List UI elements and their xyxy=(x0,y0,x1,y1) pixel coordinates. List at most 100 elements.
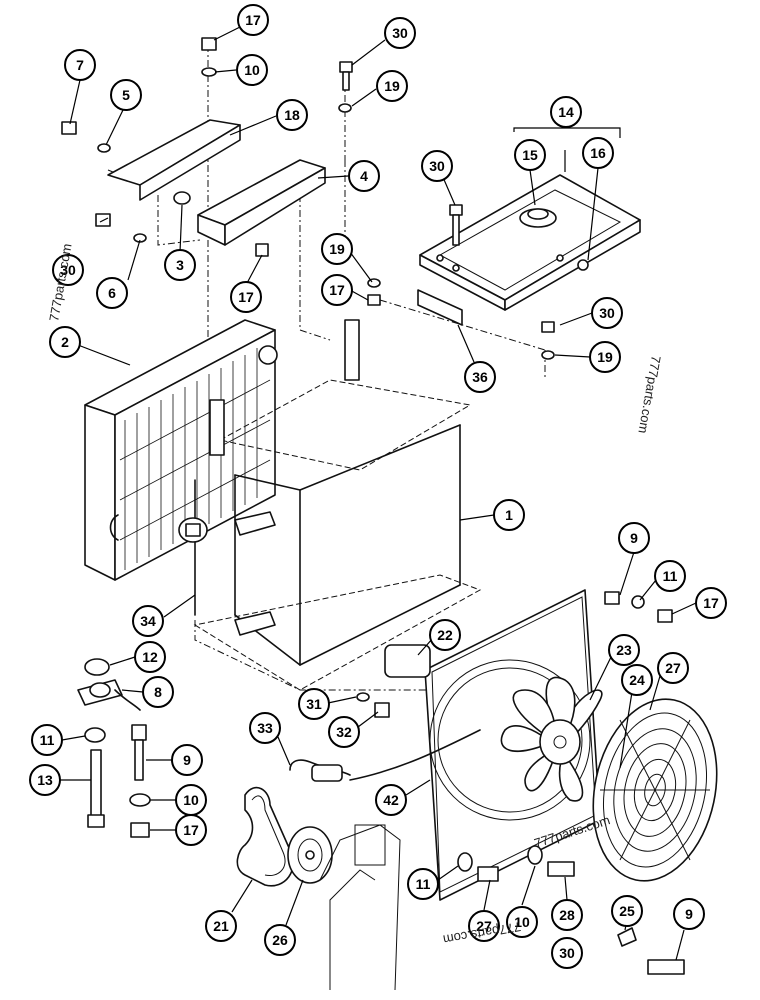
svg-text:21: 21 xyxy=(213,918,229,934)
svg-text:2: 2 xyxy=(61,334,69,350)
svg-text:11: 11 xyxy=(416,876,431,892)
isolator-mount xyxy=(77,658,151,838)
svg-text:10: 10 xyxy=(183,792,199,808)
callout-11-left: 11 xyxy=(31,724,63,756)
svg-text:11: 11 xyxy=(663,568,678,584)
watermark: 777parts.com xyxy=(635,354,663,434)
svg-text:30: 30 xyxy=(429,158,445,174)
callout-25: 25 xyxy=(611,895,643,927)
callout-30-bottom: 30 xyxy=(551,937,583,969)
svg-text:30: 30 xyxy=(599,305,615,321)
svg-text:30: 30 xyxy=(392,25,408,41)
svg-text:25: 25 xyxy=(619,903,635,919)
fan-guard xyxy=(592,698,718,882)
svg-text:8: 8 xyxy=(154,684,162,700)
svg-text:9: 9 xyxy=(685,906,693,922)
svg-text:5: 5 xyxy=(122,87,130,103)
callout-10-bottom: 10 xyxy=(506,906,538,938)
callout-28: 28 xyxy=(551,899,583,931)
brackets xyxy=(107,119,463,326)
svg-text:12: 12 xyxy=(142,649,158,665)
callout-7: 7 xyxy=(64,49,96,81)
svg-text:6: 6 xyxy=(108,285,116,301)
callout-31: 31 xyxy=(298,688,330,720)
svg-text:27: 27 xyxy=(476,918,492,934)
callout-22: 22 xyxy=(429,619,461,651)
svg-text:27: 27 xyxy=(665,660,681,676)
callout-27-guard: 27 xyxy=(657,652,689,684)
callout-13: 13 xyxy=(29,764,61,796)
svg-text:23: 23 xyxy=(616,642,632,658)
callout-17-left: 17 xyxy=(175,814,207,846)
callout-30-top: 30 xyxy=(384,17,416,49)
callout-17-mid: 17 xyxy=(230,281,262,313)
callout-5: 5 xyxy=(110,79,142,111)
svg-text:17: 17 xyxy=(329,282,345,298)
svg-text:16: 16 xyxy=(590,145,606,161)
svg-text:28: 28 xyxy=(559,907,575,923)
callout-11-bottom: 11 xyxy=(407,868,439,900)
svg-text:7: 7 xyxy=(76,57,84,73)
svg-text:11: 11 xyxy=(40,732,55,748)
svg-text:17: 17 xyxy=(238,289,254,305)
svg-text:13: 13 xyxy=(37,772,53,788)
callout-3: 3 xyxy=(164,249,196,281)
callout-15: 15 xyxy=(514,139,546,171)
callout-26: 26 xyxy=(264,924,296,956)
svg-text:17: 17 xyxy=(703,595,719,611)
leader-lines xyxy=(60,26,697,961)
engine-outline xyxy=(319,824,401,991)
svg-text:4: 4 xyxy=(360,168,368,184)
callout-21: 21 xyxy=(205,910,237,942)
callout-17-fan: 17 xyxy=(695,587,727,619)
svg-text:24: 24 xyxy=(629,672,645,688)
callout-30-tank: 30 xyxy=(421,150,453,182)
svg-text:14: 14 xyxy=(558,104,574,120)
callout-27-bottom: 27 xyxy=(468,910,500,942)
callout-16: 16 xyxy=(582,137,614,169)
svg-text:26: 26 xyxy=(272,932,288,948)
callout-32: 32 xyxy=(328,716,360,748)
callout-9-left: 9 xyxy=(171,744,203,776)
svg-text:10: 10 xyxy=(244,62,260,78)
callouts: 17 10 30 19 7 5 18 4 14 15 16 30 30 6 3 … xyxy=(29,4,727,969)
belt-pulley xyxy=(236,786,333,887)
callout-34: 34 xyxy=(132,605,164,637)
svg-text:34: 34 xyxy=(140,613,156,629)
svg-text:32: 32 xyxy=(336,724,352,740)
svg-text:36: 36 xyxy=(472,369,488,385)
callout-14: 14 xyxy=(550,96,582,128)
radiator xyxy=(84,319,278,581)
svg-text:17: 17 xyxy=(183,822,199,838)
svg-text:19: 19 xyxy=(597,349,613,365)
callout-8: 8 xyxy=(142,676,174,708)
svg-text:30: 30 xyxy=(559,945,575,961)
callout-9-fan: 9 xyxy=(618,522,650,554)
svg-text:15: 15 xyxy=(522,147,538,163)
header-tank xyxy=(419,174,641,311)
callout-36: 36 xyxy=(464,361,496,393)
callout-30-left: 30 xyxy=(52,254,84,286)
callout-18: 18 xyxy=(276,99,308,131)
svg-text:31: 31 xyxy=(306,696,322,712)
callout-17-mid2: 17 xyxy=(321,274,353,306)
callout-30-right: 30 xyxy=(591,297,623,329)
svg-text:1: 1 xyxy=(505,507,513,523)
callout-10-left: 10 xyxy=(175,784,207,816)
callout-24: 24 xyxy=(621,664,653,696)
svg-text:19: 19 xyxy=(329,241,345,257)
callout-4: 4 xyxy=(348,160,380,192)
callout-19-right: 19 xyxy=(589,341,621,373)
svg-text:17: 17 xyxy=(245,12,261,28)
callout-2: 2 xyxy=(49,326,81,358)
sight-gauge xyxy=(178,479,208,616)
svg-text:3: 3 xyxy=(176,257,184,273)
svg-text:19: 19 xyxy=(384,78,400,94)
callout-6: 6 xyxy=(96,277,128,309)
hydraulic-tank xyxy=(193,319,482,691)
callout-9-bottom: 9 xyxy=(673,898,705,930)
callout-33: 33 xyxy=(249,712,281,744)
callout-10-top: 10 xyxy=(236,54,268,86)
callout-1: 1 xyxy=(493,499,525,531)
svg-text:18: 18 xyxy=(284,107,300,123)
